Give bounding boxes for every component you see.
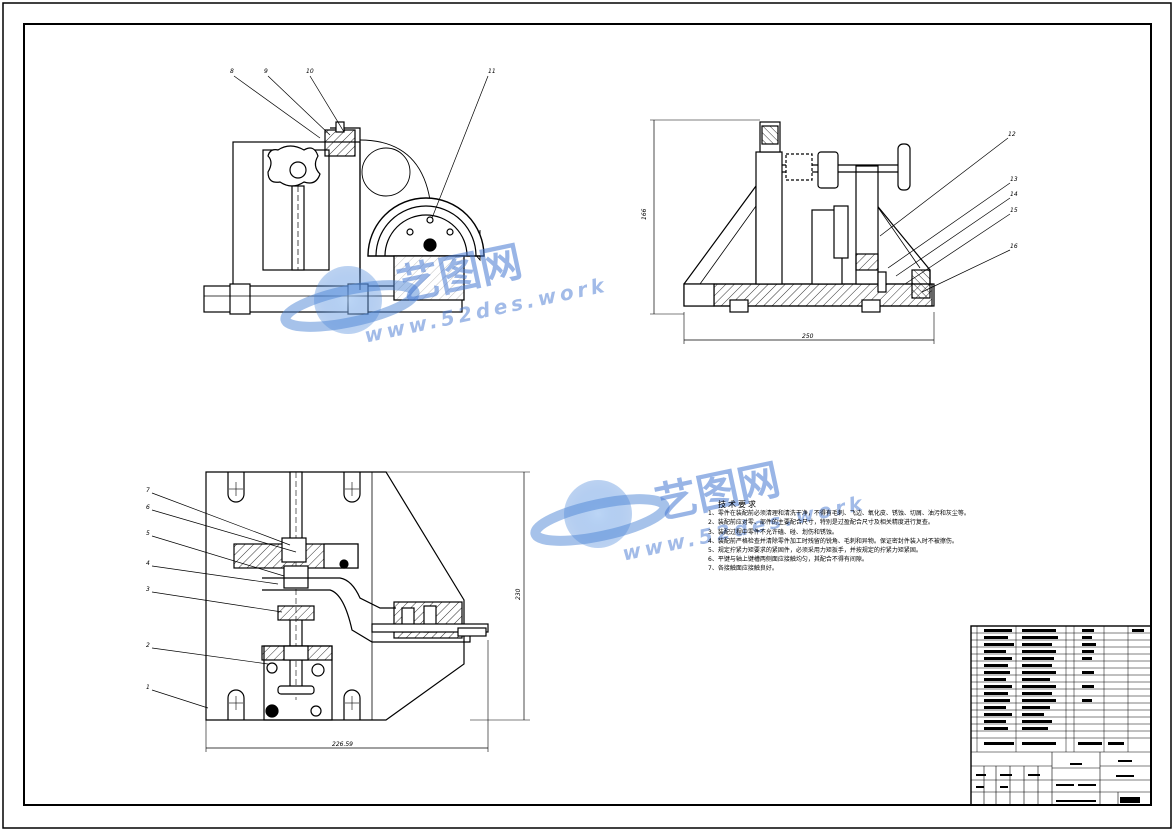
tech-note-line: 3、装配过程中零件不允许磕、碰、划伤和锈蚀。 xyxy=(708,528,838,536)
callout-4: 4 xyxy=(146,560,150,567)
tech-note-line: 6、平键与轴上键槽两侧面应接触均匀，其配合不得有间隙。 xyxy=(708,556,868,564)
top-view xyxy=(151,471,530,752)
tech-note-line: 4、装配前严格检查并清除零件加工时残留的锐角、毛刺和异物。保证密封件装入时不被擦… xyxy=(708,537,958,545)
technical-requirements-title: 技术要求 xyxy=(718,500,758,509)
callout-6: 6 xyxy=(146,504,150,511)
callout-1: 1 xyxy=(146,684,150,691)
tech-note-line: 5、规定拧紧力矩要求的紧固件，必须采用力矩扳手，并按规定的拧紧力矩紧固。 xyxy=(708,547,922,555)
callout-3: 3 xyxy=(146,586,150,593)
side-view-width-dim: 250 xyxy=(802,333,814,340)
callout-13: 13 xyxy=(1010,176,1018,183)
top-view-height-dim: 230 xyxy=(515,588,522,600)
callout-2: 2 xyxy=(146,642,150,649)
watermark-logo xyxy=(280,266,670,548)
top-view-labels: 7 6 5 4 3 2 1 226.59 230 xyxy=(146,487,522,748)
technical-requirements: 技术要求 1、零件在装配前必须清理和清洗干净，不得有毛刺、飞边、氧化皮、锈蚀、切… xyxy=(708,500,1038,574)
title-block xyxy=(970,625,1152,806)
callout-8: 8 xyxy=(230,68,234,75)
inner-frame xyxy=(23,23,1152,806)
tech-note-line: 2、装配前应对零、部件的主要配合尺寸，特别是过盈配合尺寸及相关精度进行复查。 xyxy=(708,519,934,527)
callout-16: 16 xyxy=(1010,243,1018,250)
callout-12: 12 xyxy=(1008,131,1016,138)
callout-7: 7 xyxy=(146,487,150,494)
callout-14: 14 xyxy=(1010,191,1018,198)
callout-9: 9 xyxy=(264,68,268,75)
side-view-height-dim: 166 xyxy=(641,208,648,220)
callout-15: 15 xyxy=(1010,207,1018,214)
callout-11: 11 xyxy=(488,68,496,75)
callout-10: 10 xyxy=(306,68,314,75)
tech-note-line: 7、各接触面应接触良好。 xyxy=(708,565,778,573)
side-view xyxy=(650,119,1011,344)
tech-note-line: 1、零件在装配前必须清理和清洗干净，不得有毛刺、飞边、氧化皮、锈蚀、切屑、油污和… xyxy=(708,510,970,518)
front-view-callouts: 8 9 10 11 xyxy=(230,68,496,75)
side-view-labels: 12 13 14 15 16 166 250 xyxy=(641,131,1018,340)
top-view-width-dim: 226.59 xyxy=(332,741,353,748)
callout-5: 5 xyxy=(146,530,150,537)
